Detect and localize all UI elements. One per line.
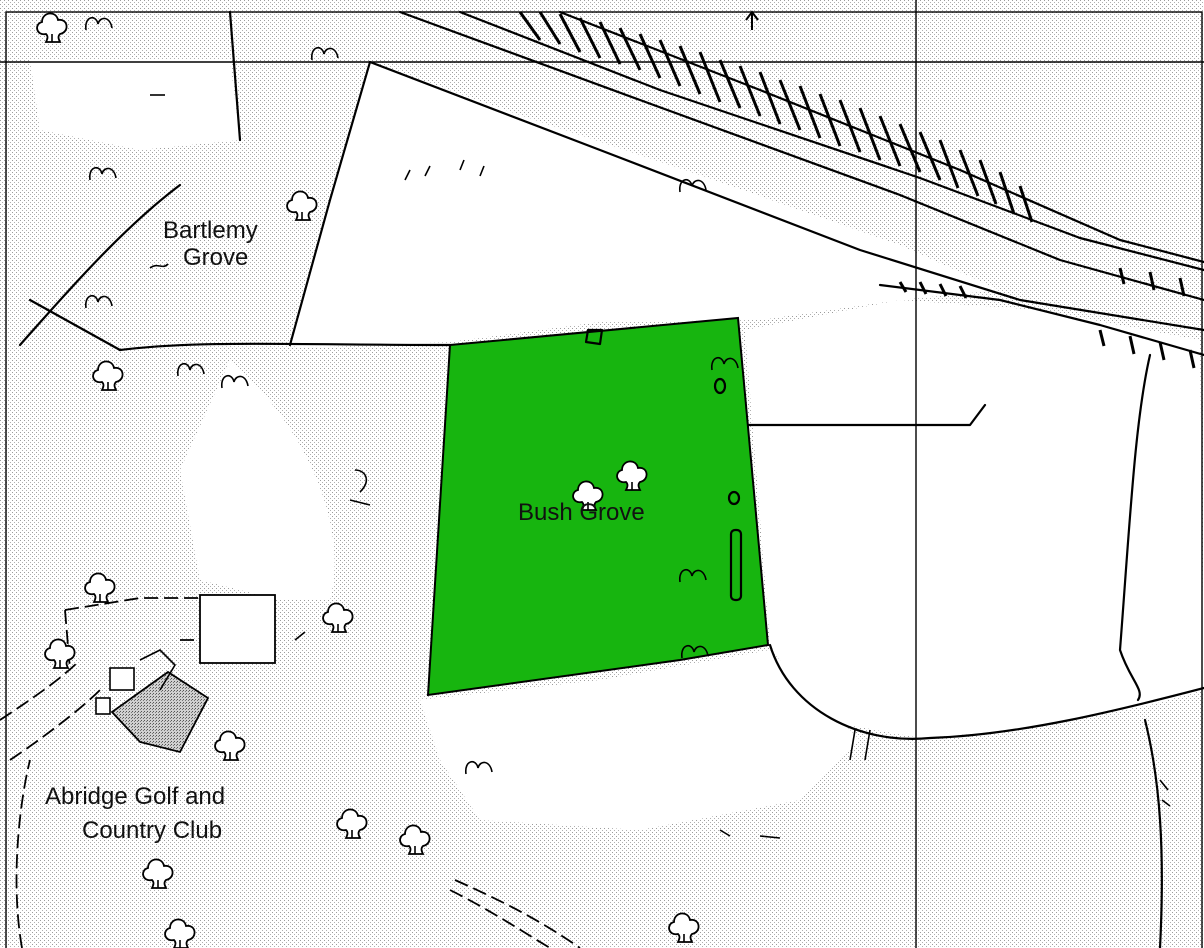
golf-club-buildings [64, 594, 276, 754]
field-patch-nw [30, 60, 240, 150]
label-abridge-line1: Abridge Golf and [45, 783, 225, 810]
open-field-south [420, 650, 860, 830]
label-bartlemy-line2: Grove [183, 244, 248, 271]
open-field-west [180, 360, 335, 600]
field-boundaries [0, 10, 1204, 948]
highlighted-parcel-bush-grove[interactable] [426, 316, 770, 697]
label-bush-grove: Bush Grove [518, 499, 645, 526]
open-field-north [290, 62, 1000, 348]
scrub-marks [84, 16, 1171, 839]
map-frame [5, 11, 1203, 948]
open-field-east [745, 300, 1204, 738]
label-bartlemy-line1: Bartlemy [163, 217, 258, 244]
parcel-features [584, 328, 743, 602]
label-abridge-line2: Country Club [82, 817, 222, 844]
railway-embankment [368, 10, 1204, 369]
north-arrow-icon [745, 10, 759, 30]
